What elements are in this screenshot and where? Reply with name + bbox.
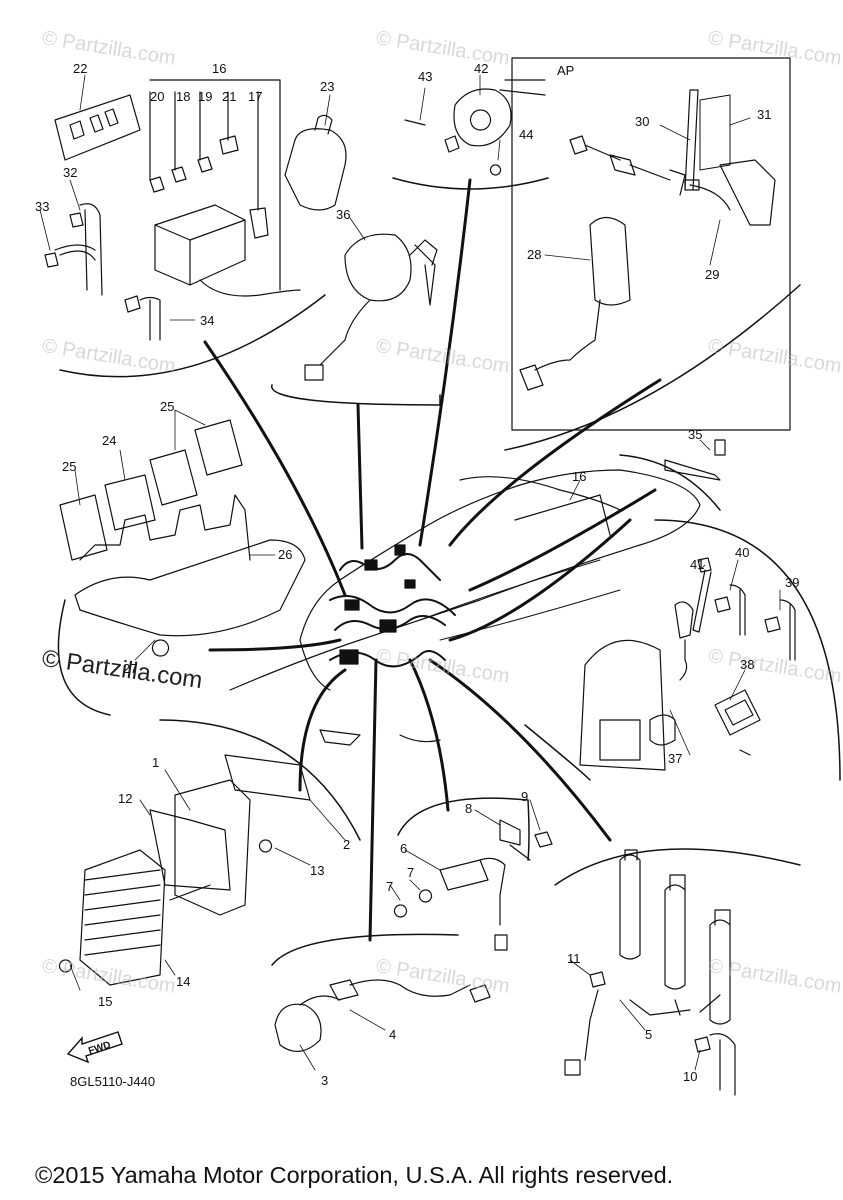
callout-9: 9 — [521, 789, 529, 804]
callout-37: 37 — [668, 751, 683, 766]
callout-31: 31 — [757, 107, 772, 122]
callout-21: 21 — [222, 89, 237, 104]
callout-24: 24 — [102, 433, 117, 448]
part-24 — [104, 474, 156, 531]
callout-25-left: 25 — [62, 459, 77, 474]
drawing-code: 8GL5110-J440 — [70, 1074, 156, 1089]
part-5-a — [619, 849, 641, 960]
callout-3: 3 — [321, 1073, 329, 1088]
part-28 — [519, 216, 631, 391]
callout-13: 13 — [310, 863, 325, 878]
part-16-fusebox — [154, 204, 246, 286]
callout-27: 27 — [123, 661, 138, 676]
callout-19: 19 — [198, 89, 213, 104]
part-1 — [174, 779, 251, 916]
callout-8: 8 — [465, 801, 473, 816]
callout-12: 12 — [118, 791, 133, 806]
callout-6: 6 — [400, 841, 408, 856]
callout-29: 29 — [705, 267, 720, 282]
part-14 — [79, 849, 166, 986]
callout-11: 11 — [567, 951, 581, 966]
copyright-notice: ©2015 Yamaha Motor Corporation, U.S.A. A… — [35, 1162, 674, 1188]
section-label-ap: AP — [557, 63, 575, 78]
callout-40: 40 — [735, 545, 750, 560]
part-25-left — [59, 494, 108, 561]
part-5-c — [709, 909, 731, 1025]
callout-2: 2 — [343, 837, 351, 852]
callout-22: 22 — [73, 61, 88, 76]
callout-33: 33 — [35, 199, 50, 214]
part-22 — [54, 94, 141, 161]
part-36 — [344, 233, 438, 306]
callout-34: 34 — [200, 313, 215, 328]
part-3 — [274, 1003, 322, 1052]
callout-36: 36 — [336, 207, 351, 222]
callout-17: 17 — [248, 89, 263, 104]
callout-1: 1 — [152, 755, 160, 770]
callout-35: 35 — [688, 427, 703, 442]
callout-30: 30 — [635, 114, 650, 129]
callout-10: 10 — [683, 1069, 698, 1084]
part-25-mid — [149, 449, 198, 506]
part-5-b — [664, 874, 686, 990]
part-42 — [444, 79, 546, 153]
callout-4: 4 — [389, 1027, 397, 1042]
part-37-plate — [579, 639, 666, 771]
group-outline-fusebox — [59, 294, 326, 378]
callout-42: 42 — [474, 61, 489, 76]
callout-16-hull: 16 — [572, 469, 587, 484]
callout-39: 39 — [785, 575, 800, 590]
callout-44: 44 — [519, 127, 534, 142]
callout-25-top: 25 — [160, 399, 175, 414]
callout-15: 15 — [98, 994, 113, 1009]
part-23 — [284, 114, 347, 211]
diagram-line-art — [39, 57, 841, 1096]
callout-23: 23 — [320, 79, 335, 94]
callout-41: 41 — [690, 557, 705, 572]
callout-38: 38 — [740, 657, 755, 672]
callout-18: 18 — [176, 89, 191, 104]
group-outline-ap — [511, 57, 791, 431]
part-25-right — [194, 419, 243, 476]
callout-14: 14 — [176, 974, 191, 989]
fwd-arrow-icon: FWD — [66, 1031, 123, 1064]
callout-26: 26 — [278, 547, 293, 562]
callout-43: 43 — [418, 69, 433, 84]
callout-7-right: 7 — [407, 865, 415, 880]
callout-5: 5 — [645, 1027, 653, 1042]
callout-7-left: 7 — [386, 879, 394, 894]
callout-32: 32 — [63, 165, 78, 180]
callout-16: 16 — [212, 61, 227, 76]
callout-20: 20 — [150, 89, 165, 104]
callout-28: 28 — [527, 247, 542, 262]
part-26 — [74, 539, 306, 637]
group-outline-ignition — [271, 384, 441, 406]
